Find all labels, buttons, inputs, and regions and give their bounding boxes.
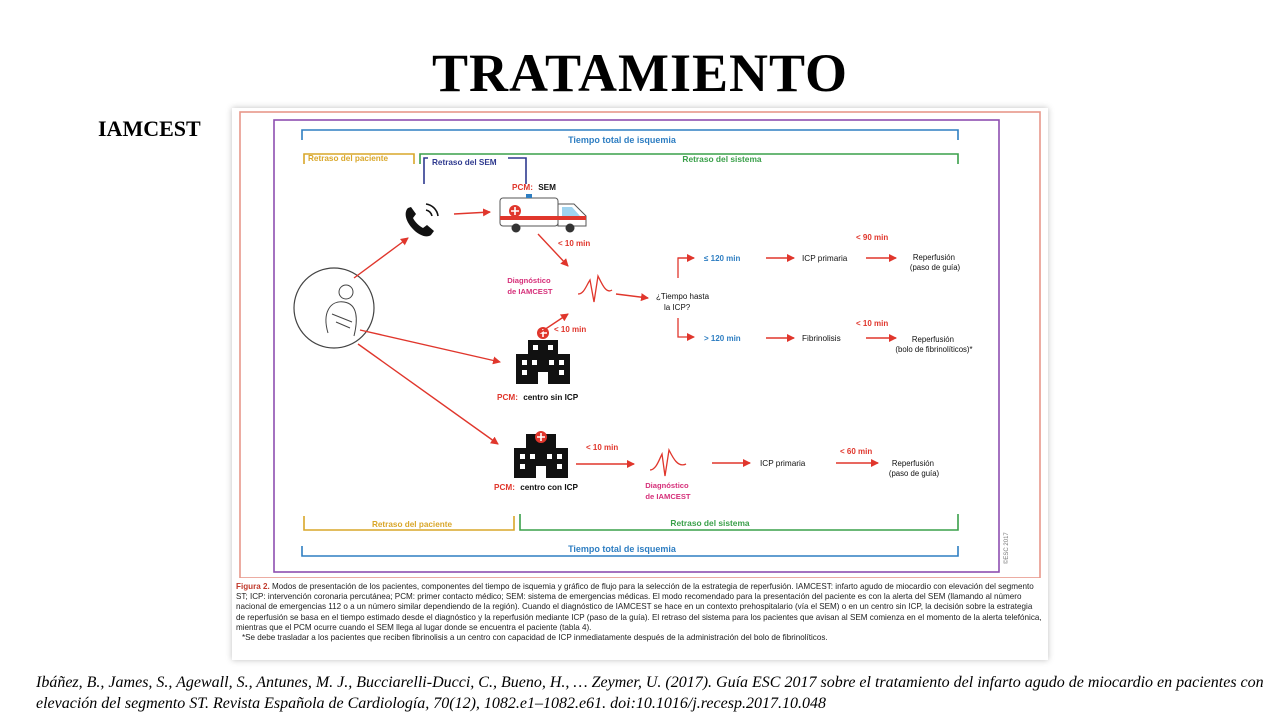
- time-label-lt10-c: < 10 min: [586, 443, 618, 452]
- flow-arrows: [353, 208, 897, 468]
- figure-panel: Tiempo total de isquemia Retraso del pac…: [232, 108, 1048, 660]
- caption-note: *Se debe trasladar a los pacientes que r…: [242, 633, 828, 643]
- system-delay-bar-top: [419, 153, 959, 164]
- gt120-label: > 120 min: [704, 334, 741, 343]
- phone-icon: [405, 203, 439, 237]
- total-time-bar-bottom: [301, 546, 959, 557]
- total-time-label-top: Tiempo total de isquemia: [568, 135, 677, 145]
- figure-caption: Figura 2. Modos de presentación de los p…: [236, 582, 1042, 643]
- patient-delay-label-bottom: Retraso del paciente: [372, 520, 453, 529]
- diagnosis-label-1: Diagnóstico de IAMCEST: [507, 276, 553, 296]
- total-time-bar-top: [301, 129, 959, 140]
- copyright-label: ©ESC 2017: [1003, 532, 1010, 564]
- diagnosis-label-2: Diagnóstico de IAMCEST: [645, 481, 691, 501]
- patient-delay-bar-top: [303, 153, 415, 164]
- fibrinolysis-label: Fibrinolisis: [802, 334, 841, 343]
- hospital-no-icp-icon: [516, 327, 570, 384]
- time-label-lt10-d: < 10 min: [856, 319, 888, 328]
- pcm-icp-label: PCM: centro con ICP: [494, 483, 579, 492]
- flow-diagram: Tiempo total de isquemia Retraso del pac…: [239, 111, 1041, 578]
- patient-delay-label-top: Retraso del paciente: [308, 154, 389, 163]
- sem-delay-label-top: Retraso del SEM: [432, 158, 497, 167]
- pcm-sem-label: PCM: SEM: [512, 183, 556, 192]
- reperfusion-label-2: Reperfusión (bolo de fibrinolíticos)*: [895, 335, 972, 354]
- system-delay-label-top: Retraso del sistema: [682, 154, 761, 164]
- time-label-lt60: < 60 min: [840, 447, 872, 456]
- reperfusion-label-3: Reperfusión (paso de guía): [889, 459, 940, 478]
- patient-delay-bar-bottom: [303, 516, 515, 531]
- time-label-lt10-a: < 10 min: [558, 239, 590, 248]
- caption-text: Modos de presentación de los pacientes, …: [236, 582, 1042, 632]
- pcm-no-icp-label: PCM: centro sin ICP: [497, 393, 579, 402]
- outer-frame: [239, 111, 1041, 578]
- side-label: IAMCEST: [98, 116, 201, 141]
- ambulance-icon: [499, 194, 587, 233]
- system-delay-label-bottom: Retraso del sistema: [670, 518, 749, 528]
- slide-title: TRATAMIENTO: [431, 43, 849, 103]
- time-label-lt90: < 90 min: [856, 233, 888, 242]
- citation: Ibáñez, B., James, S., Agewall, S., Antu…: [36, 674, 1264, 712]
- total-time-label-bottom: Tiempo total de isquemia: [568, 544, 677, 554]
- ecg-waveform-1: [577, 273, 613, 303]
- icp-primary-label-1: ICP primaria: [802, 254, 848, 263]
- time-label-lt10-b: < 10 min: [554, 325, 586, 334]
- system-delay-bar-bottom: [519, 514, 959, 531]
- patient-illustration: [293, 267, 375, 349]
- question-label: ¿Tiempo hasta la ICP?: [656, 292, 711, 312]
- icp-primary-label-2: ICP primaria: [760, 459, 806, 468]
- purple-frame: [273, 119, 1000, 573]
- ecg-waveform-2: [649, 447, 687, 477]
- reperfusion-label-1: Reperfusión (paso de guía): [910, 253, 961, 272]
- caption-figure-label: Figura 2.: [236, 582, 270, 591]
- hospital-icp-icon: [514, 431, 568, 478]
- le120-label: ≤ 120 min: [704, 254, 741, 263]
